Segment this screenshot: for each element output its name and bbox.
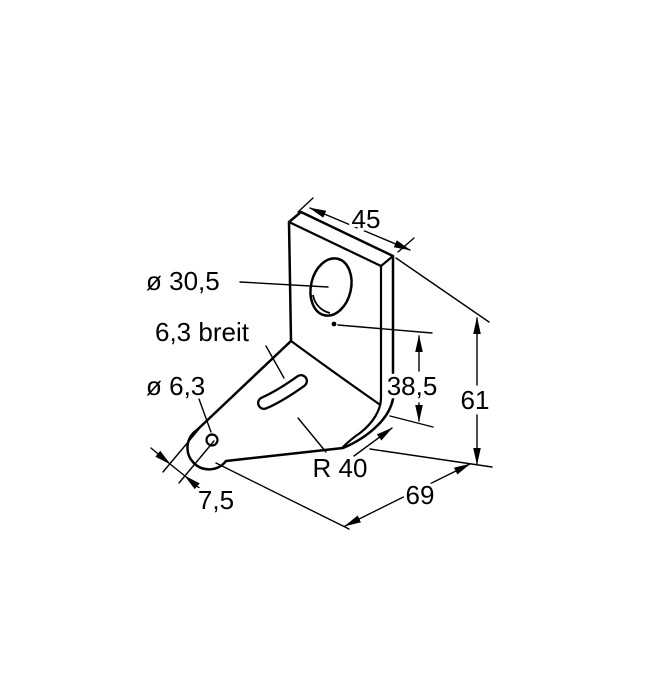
callout-small-hole-leader (198, 398, 212, 433)
dim-61-ext-bottom (369, 448, 493, 468)
callout-small-hole-label: ø 6,3 (146, 371, 205, 401)
callout-slot-leader (265, 345, 285, 379)
bracket-silhouette (186, 210, 395, 471)
dim-r40-label: R 40 (313, 453, 368, 483)
dim-7-5-group: 7,5 (150, 428, 237, 518)
dim-38-5-label: 38,5 (387, 371, 438, 401)
dim-r40-group: R 40 (297, 417, 393, 486)
dim-r40-leader-arrow (353, 427, 393, 457)
large-mounting-hole (309, 257, 353, 317)
callout-large-hole-group: ø 30,5 (143, 263, 329, 299)
dim-61-group: 61 (369, 257, 493, 468)
bracket-body (186, 210, 395, 471)
small-hole (205, 433, 219, 447)
dim-7-5-line (169, 463, 186, 477)
bracket-features (205, 257, 353, 447)
callout-large-hole-label: ø 30,5 (146, 266, 220, 296)
hole-axis-dot (331, 321, 337, 327)
callout-slot-label: 6,3 breit (155, 317, 250, 347)
dim-69-line (344, 463, 471, 527)
dim-7-5-label: 7,5 (198, 485, 234, 515)
dim-69-ext-left (215, 462, 350, 530)
right-front-edge (341, 264, 383, 449)
dim-38-5-ext-top (337, 324, 433, 334)
dim-45-ext-right (397, 237, 415, 253)
dim-45-ext-left (297, 197, 314, 213)
callout-large-hole-leader (239, 281, 329, 288)
dim-45-line (309, 207, 411, 251)
callout-small-hole-group: ø 6,3 (143, 368, 212, 433)
callout-slot-group: 6,3 breit (152, 314, 285, 379)
dim-69-label: 69 (406, 480, 435, 510)
large-hole-thickness-arc (312, 294, 331, 314)
dim-7-5-arrow-right (184, 475, 205, 493)
dim-7-5-arrow-left (150, 447, 171, 465)
dim-45-label: 45 (352, 204, 381, 234)
dim-r40-leader-from-slot (297, 417, 327, 453)
dim-45-group: 45 (297, 197, 415, 253)
dim-61-label: 61 (461, 385, 490, 415)
bend-edge (289, 339, 381, 406)
dim-61-ext-top (395, 257, 490, 323)
top-right-corner-edge (379, 254, 395, 268)
curved-slot-inner (259, 376, 306, 408)
dim-7-5-ext-left (162, 428, 200, 473)
dim-38-5-group: 38,5 (337, 324, 440, 428)
dim-69-group: 69 (215, 462, 471, 530)
dim-38-5-ext-bottom (389, 415, 434, 428)
